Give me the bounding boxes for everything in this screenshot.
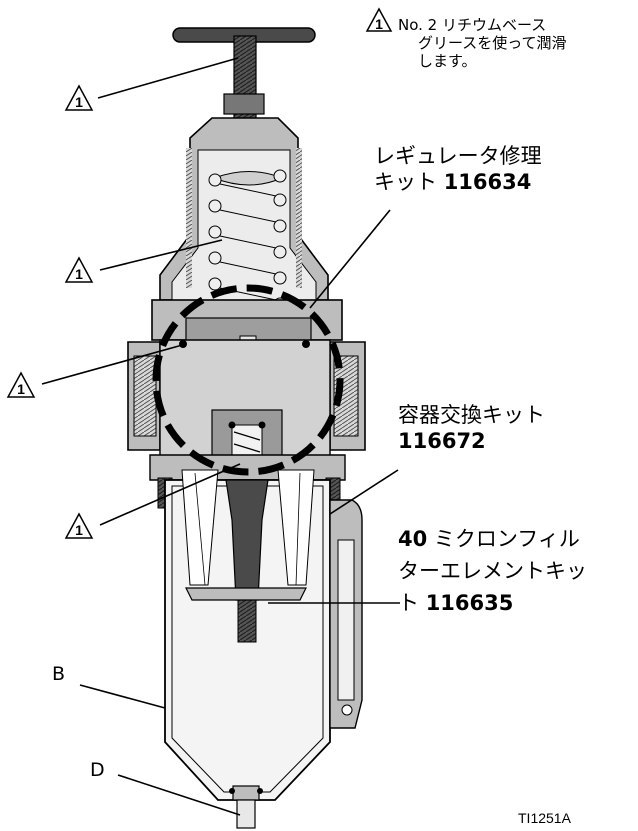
note-line: グリースを使って潤滑 [418, 34, 567, 52]
label-text: ト [398, 591, 426, 615]
warning-triangles [6, 7, 393, 539]
bonnet-housing [159, 117, 329, 301]
regulator-body [127, 299, 366, 481]
warning-icon [64, 512, 94, 539]
label-line: レギュレータ修理 [374, 144, 542, 168]
warning-icon [365, 7, 393, 32]
bowl-replacement-kit-label: 容器交換キット 116672 [398, 402, 545, 454]
label-line: 40 ミクロンフィル [398, 526, 587, 552]
regulator-spring [208, 169, 287, 317]
part-number: 116634 [443, 170, 532, 194]
figure-id: TI1251A [518, 810, 571, 826]
warning-number: 1 [375, 16, 383, 32]
drain-valve [229, 785, 263, 829]
warning-number: 1 [75, 522, 83, 538]
warning-icon [6, 371, 36, 398]
label-line: 容器交換キット [398, 403, 545, 427]
note-line: No. 2 リチウムベース [398, 16, 547, 34]
regulator-repair-kit-label: レギュレータ修理 キット 116634 [374, 143, 542, 195]
lubrication-note: No. 2 リチウムベース グリースを使って潤滑 します。 [398, 16, 567, 70]
warning-icon [64, 84, 94, 111]
label-line: ターエレメントキッ [398, 559, 587, 583]
warning-number: 1 [75, 94, 83, 110]
label-line: ト 116635 [398, 590, 587, 616]
label-text: キット [374, 170, 444, 194]
label-text: ミクロンフィル [427, 527, 580, 551]
part-number: 116672 [398, 429, 486, 453]
label-b: B [52, 663, 66, 685]
filter-element [181, 469, 315, 643]
regulator-kit-boundary [152, 284, 344, 476]
label-d: D [90, 759, 105, 781]
filter-element-kit-label: 40 ミクロンフィル ターエレメントキッ ト 116635 [398, 526, 587, 616]
warning-number: 1 [75, 266, 83, 282]
micron-value: 40 [398, 527, 428, 551]
part-number: 116635 [425, 591, 514, 615]
label-line: キット 116634 [374, 169, 542, 195]
note-line: します。 [418, 52, 477, 70]
leader-lines [41, 57, 400, 816]
warning-number: 1 [17, 381, 25, 397]
warning-icon [64, 256, 94, 283]
